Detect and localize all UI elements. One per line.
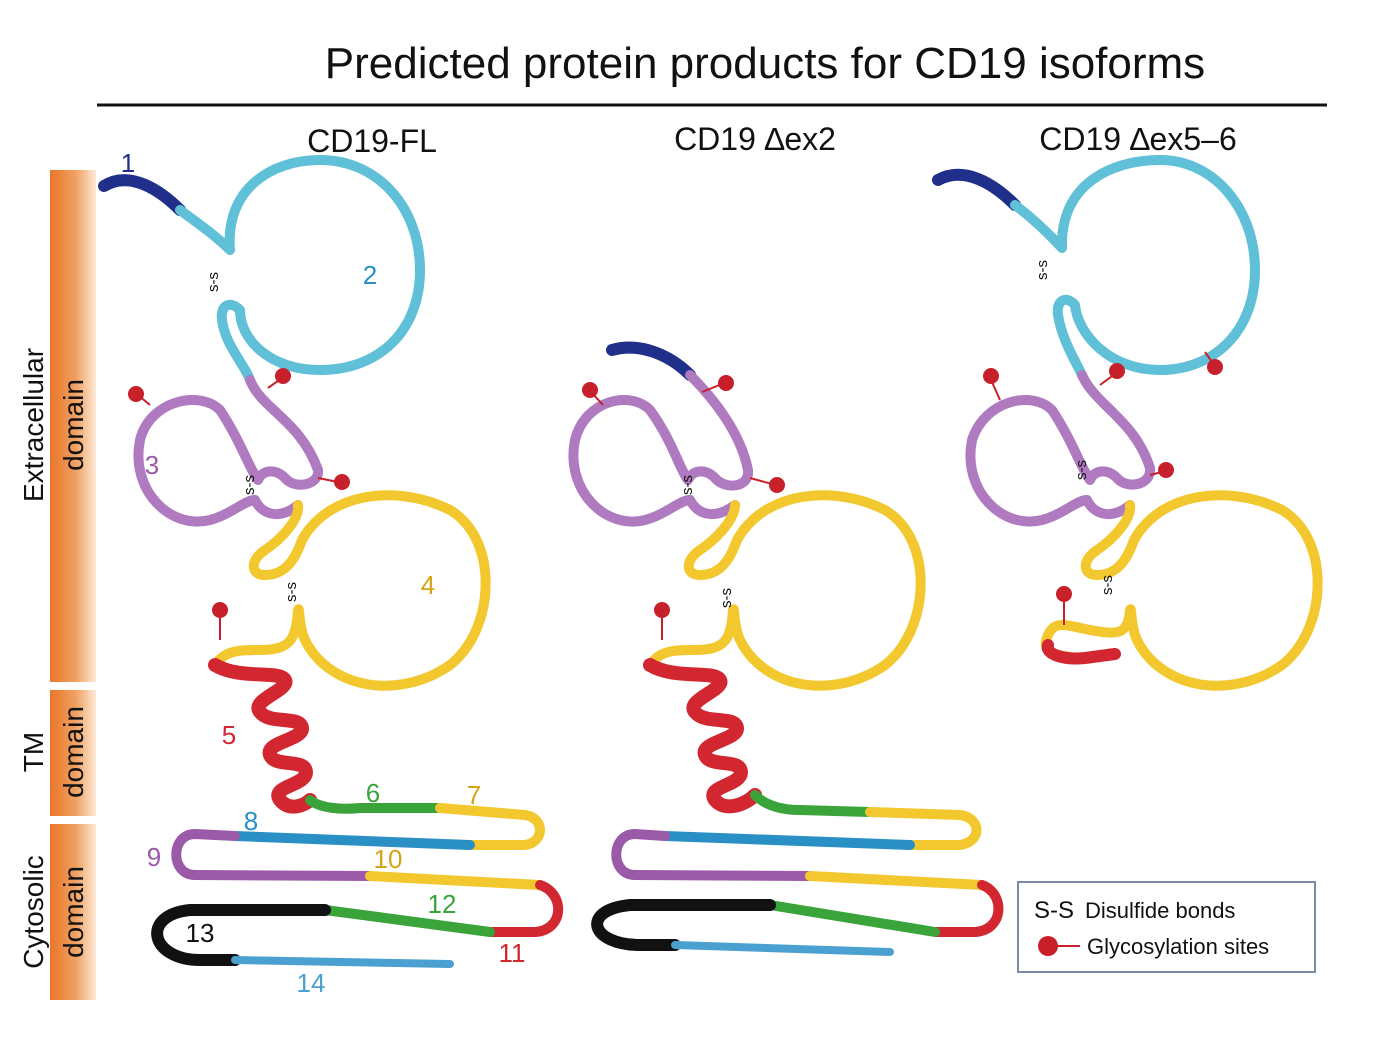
isoform-title-dex56: CD19 ∆ex5–6 bbox=[1039, 121, 1236, 157]
fl-exon2 bbox=[180, 160, 420, 380]
legend-ss-symbol: S-S bbox=[1034, 897, 1074, 924]
fl-exon14 bbox=[235, 960, 450, 964]
legend: S-S Disulfide bonds Glycosylation sites bbox=[1018, 882, 1315, 972]
tm-label-line2: domain bbox=[58, 706, 89, 798]
glycosylation-icon bbox=[1038, 936, 1058, 956]
figure-title: Predicted protein products for CD19 isof… bbox=[325, 39, 1205, 88]
dex56-glyco-5 bbox=[1056, 586, 1072, 602]
legend-ss-text: Disulfide bonds bbox=[1085, 898, 1235, 923]
isoform-dex56-structure bbox=[938, 160, 1318, 686]
dex2-exon13 bbox=[597, 905, 770, 945]
exon-label-2: 2 bbox=[363, 260, 377, 290]
exon-label-12: 12 bbox=[428, 889, 457, 919]
tm-label-line1: TM bbox=[18, 732, 49, 772]
fl-glyco-3 bbox=[334, 474, 350, 490]
fl-exon10 bbox=[370, 876, 540, 885]
dex2-exon4 bbox=[650, 495, 921, 685]
dex2-exon3 bbox=[573, 375, 748, 522]
dex2-exon5 bbox=[650, 665, 755, 806]
extracellular-label-line1: Extracellular bbox=[18, 348, 49, 502]
fl-exon8 bbox=[235, 836, 470, 845]
dex2-glyco-3 bbox=[769, 477, 785, 493]
dex2-ss-1: s-s bbox=[679, 475, 696, 495]
dex2-exon1 bbox=[612, 348, 690, 375]
dex2-exon6 bbox=[755, 795, 870, 812]
fl-ss-2: s-s bbox=[241, 475, 258, 495]
isoform-dex2-structure bbox=[573, 348, 998, 952]
fl-exon12 bbox=[325, 910, 490, 932]
fl-exon3 bbox=[138, 380, 318, 522]
exon-label-1: 1 bbox=[121, 148, 135, 178]
dex56-glyco-4 bbox=[1158, 462, 1174, 478]
dex2-exon11 bbox=[935, 885, 998, 932]
exon-label-4: 4 bbox=[421, 570, 435, 600]
dex56-ss-2: s-s bbox=[1073, 460, 1090, 480]
dex56-exon2 bbox=[1015, 160, 1255, 375]
fl-ss-1: s-s bbox=[205, 272, 222, 292]
legend-glyco-text: Glycosylation sites bbox=[1087, 934, 1269, 959]
fl-glyco-2 bbox=[128, 386, 144, 402]
dex2-ss-2: s-s bbox=[718, 588, 735, 608]
isoform-title-fl: CD19-FL bbox=[307, 123, 437, 159]
dex2-exon8 bbox=[665, 836, 910, 845]
fl-exon1 bbox=[104, 180, 180, 210]
fl-glyco-1 bbox=[275, 368, 291, 384]
dex56-glyco-3 bbox=[983, 368, 999, 384]
dex56-glyco-1 bbox=[1109, 363, 1125, 379]
fl-exon13 bbox=[157, 910, 325, 960]
isoform-fl-structure bbox=[104, 160, 558, 964]
dex2-exon10 bbox=[810, 876, 982, 885]
exon-label-9: 9 bbox=[147, 842, 161, 872]
fl-ss-3: s-s bbox=[283, 582, 300, 602]
dex2-exon14 bbox=[675, 945, 890, 952]
exon-label-3: 3 bbox=[145, 450, 159, 480]
cytosolic-label-line2: domain bbox=[58, 866, 89, 958]
fl-exon4 bbox=[215, 495, 486, 685]
extracellular-label-line2: domain bbox=[58, 379, 89, 471]
exon-label-8: 8 bbox=[244, 806, 258, 836]
dex56-ss-1: s-s bbox=[1034, 260, 1051, 280]
dex56-ss-3: s-s bbox=[1099, 575, 1116, 595]
dex56-exon1 bbox=[938, 175, 1015, 205]
dex2-exon12 bbox=[770, 905, 935, 932]
exon-label-5: 5 bbox=[222, 720, 236, 750]
dex56-exon5-stub bbox=[1048, 645, 1115, 658]
exon-label-13: 13 bbox=[186, 918, 215, 948]
dex56-exon3 bbox=[970, 375, 1150, 522]
dex2-glyco-2 bbox=[582, 382, 598, 398]
isoform-title-dex2: CD19 ∆ex2 bbox=[674, 121, 836, 157]
exon-label-11: 11 bbox=[499, 938, 526, 968]
dex2-glyco-4 bbox=[654, 602, 670, 618]
dex56-glyco-2 bbox=[1207, 359, 1223, 375]
exon-label-14: 14 bbox=[297, 968, 326, 998]
fl-glyco-4 bbox=[212, 602, 228, 618]
exon-label-10: 10 bbox=[374, 844, 403, 874]
dex2-glyco-1 bbox=[718, 375, 734, 391]
fl-exon11 bbox=[490, 885, 558, 932]
exon-label-7: 7 bbox=[467, 780, 481, 810]
exon-label-6: 6 bbox=[366, 778, 380, 808]
cytosolic-label-line1: Cytosolic bbox=[18, 855, 49, 969]
dex2-glyco-sites bbox=[582, 375, 785, 640]
